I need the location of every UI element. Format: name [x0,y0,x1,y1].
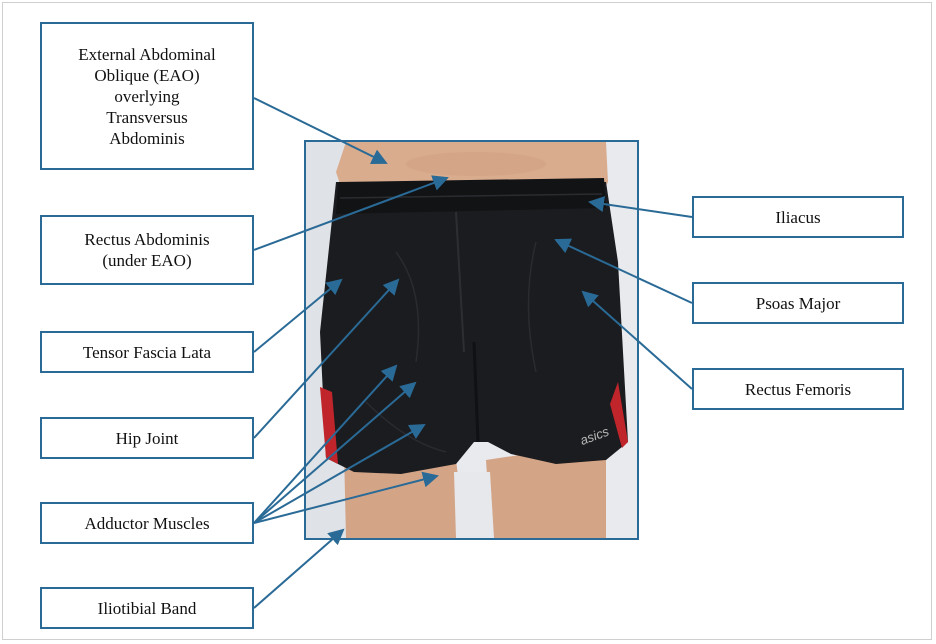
arrow-iliacus [590,202,692,217]
label-hip-joint: Hip Joint [40,417,254,459]
arrow-eao [254,98,386,163]
label-psoas-major: Psoas Major [692,282,904,324]
arrow-hip-joint [254,280,398,438]
label-rectus-femoris: Rectus Femoris [692,368,904,410]
arrow-rectus-abdominis [254,178,447,250]
label-external-abdominal-oblique: External Abdominal Oblique (EAO) overlyi… [40,22,254,170]
arrow-adductor-1 [254,366,396,523]
label-adductor-muscles: Adductor Muscles [40,502,254,544]
arrow-iliotibial-band [254,530,343,608]
label-iliotibial-band: Iliotibial Band [40,587,254,629]
label-iliacus: Iliacus [692,196,904,238]
arrow-psoas-major [556,240,692,303]
label-tensor-fascia-lata: Tensor Fascia Lata [40,331,254,373]
arrow-tensor-fascia-lata [254,280,341,352]
label-rectus-abdominis: Rectus Abdominis (under EAO) [40,215,254,285]
arrow-adductor-3 [254,425,424,523]
arrow-rectus-femoris [583,292,692,389]
